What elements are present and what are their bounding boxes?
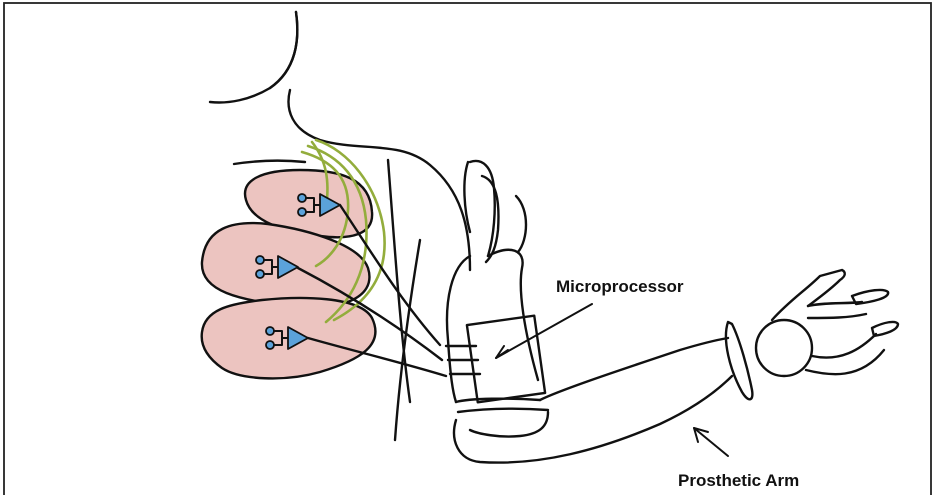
prosthetic-arm-label: Prosthetic Arm — [678, 471, 799, 490]
microprocessor-label: Microprocessor — [556, 277, 684, 296]
microprocessor-box — [446, 316, 545, 403]
arrow — [496, 304, 592, 358]
prosthetic-arm — [447, 161, 898, 463]
arrow — [694, 428, 728, 456]
frame-border — [4, 3, 931, 495]
arrow — [496, 346, 508, 358]
